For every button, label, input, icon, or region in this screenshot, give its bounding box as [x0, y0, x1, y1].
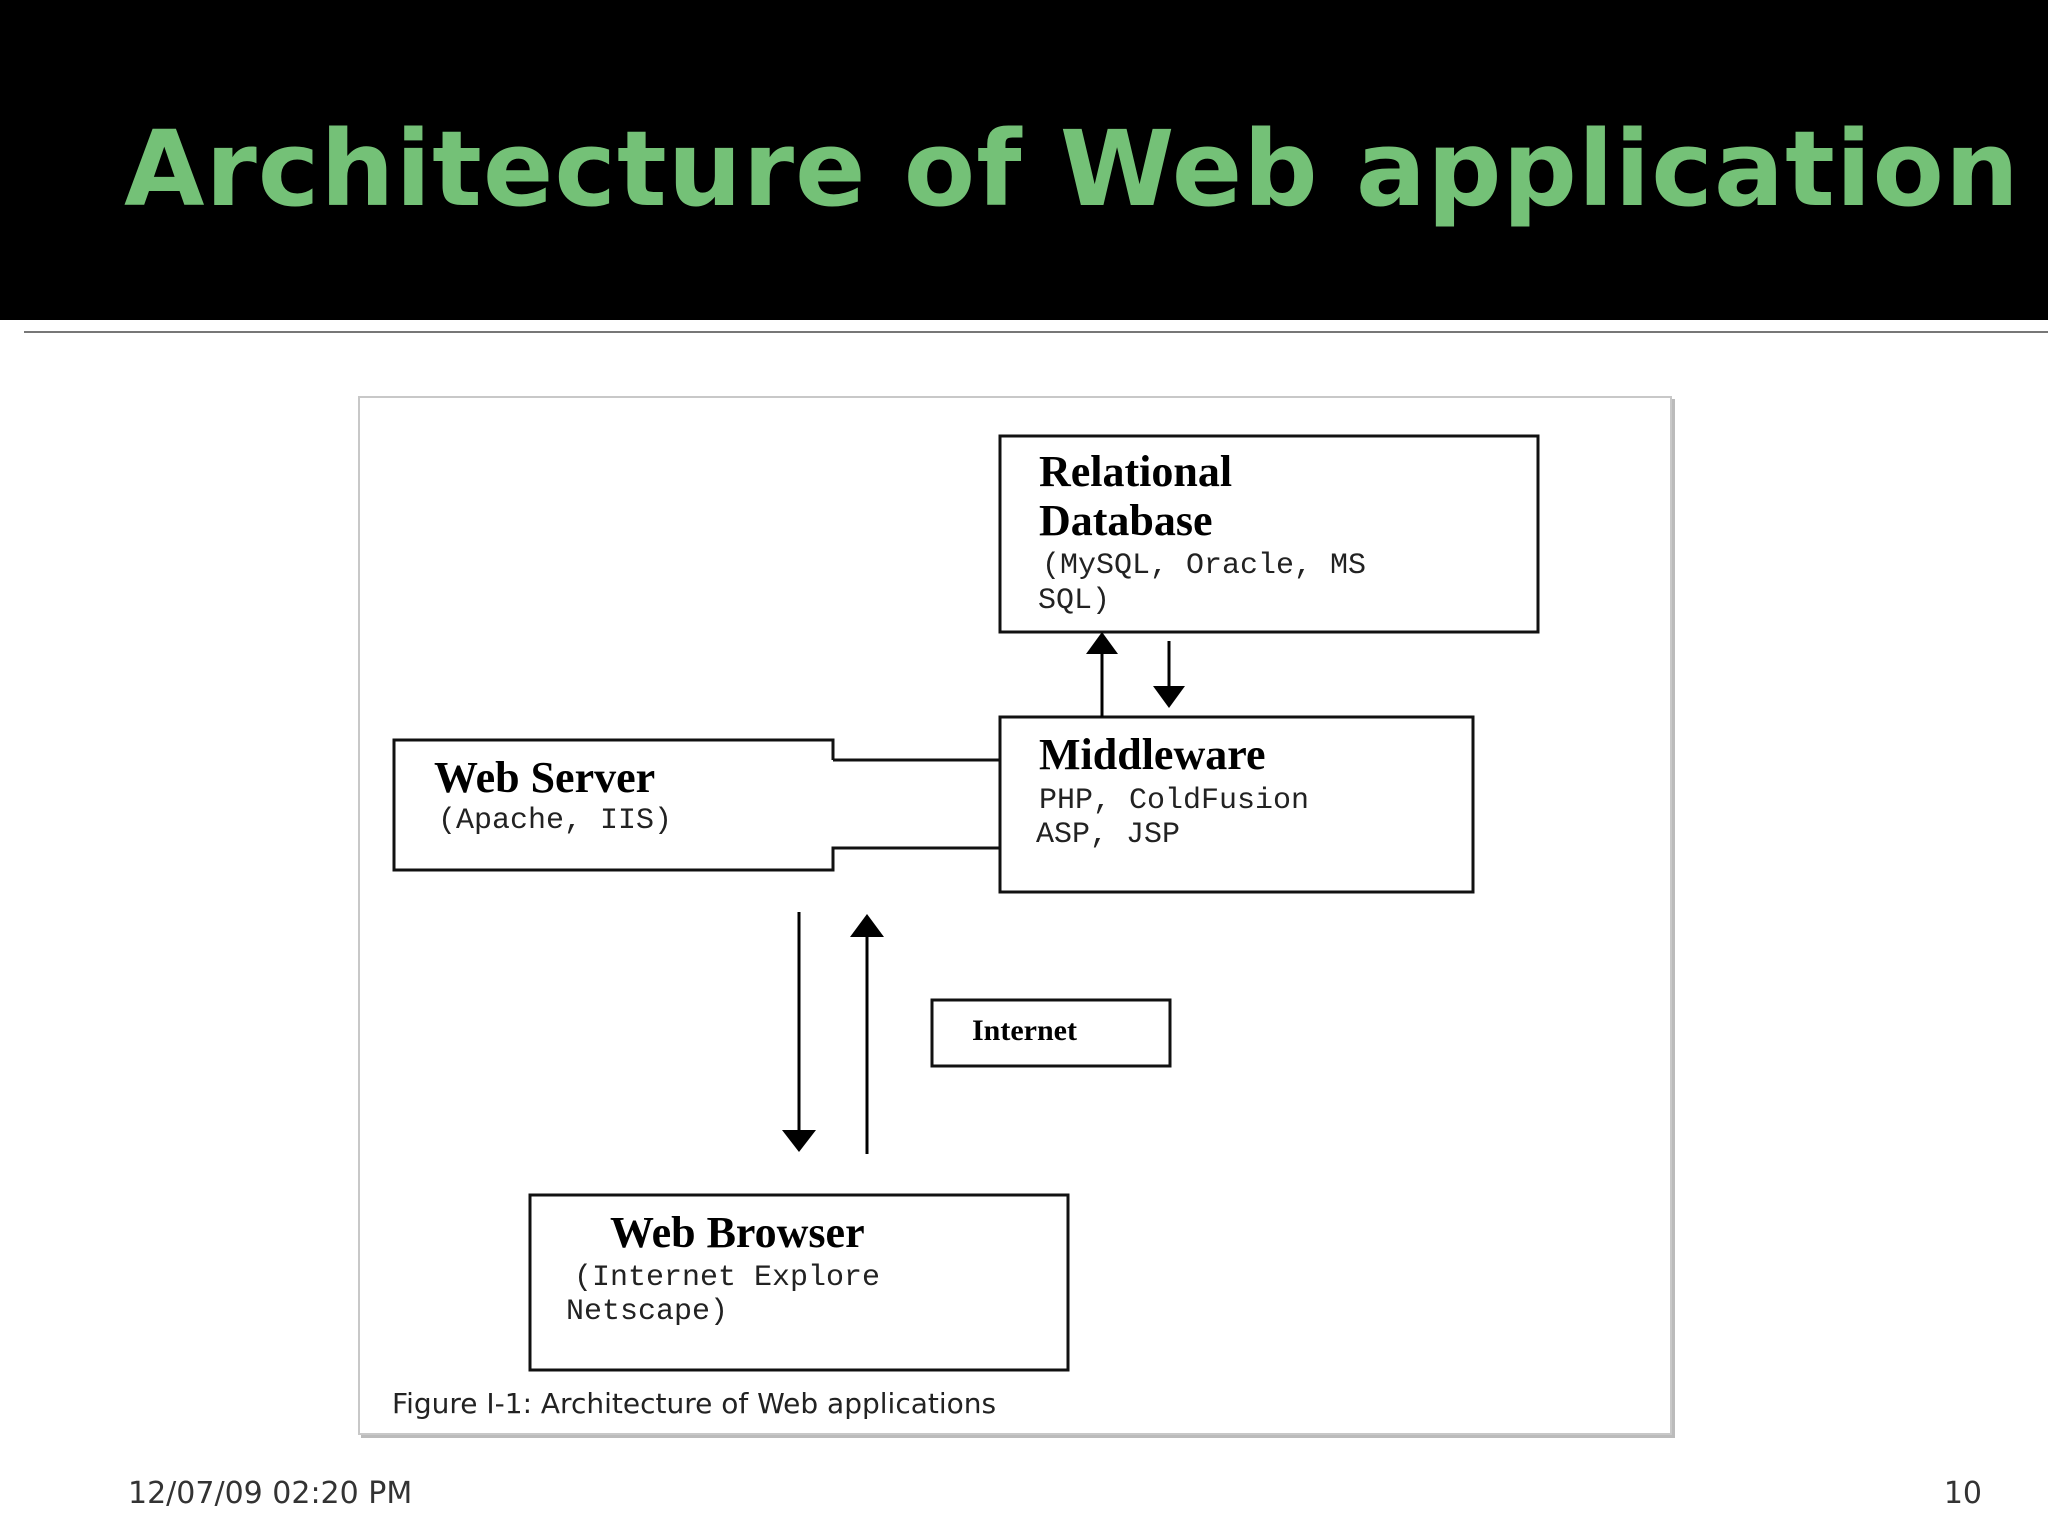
web-server-title: Web Server [434, 753, 655, 802]
footer-date: 12/07/09 02:20 PM [128, 1476, 413, 1511]
slide-title: Architecture of Web application [124, 108, 2020, 230]
divider [24, 331, 2048, 333]
arrowhead-down [782, 1130, 816, 1152]
database-detail: (MySQL, Oracle, MS [1042, 549, 1366, 583]
middleware-detail: PHP, ColdFusion [1039, 784, 1309, 818]
arrowhead-up [850, 914, 884, 937]
web-browser-box [528, 1193, 1070, 1372]
database-title-2: Database [1039, 496, 1213, 545]
database-detail-2: SQL) [1038, 584, 1110, 618]
internet-box [930, 998, 1172, 1068]
web-server-box [392, 738, 1000, 872]
web-browser-detail-2: Netscape) [566, 1295, 728, 1329]
page-number: 10 [1943, 1476, 1982, 1511]
internet-label: Internet [972, 1014, 1077, 1047]
arrowhead-down [1153, 686, 1185, 708]
middleware-title: Middleware [1039, 730, 1266, 779]
title-bar: Architecture of Web application [0, 0, 2048, 320]
web-server-detail: (Apache, IIS) [438, 804, 672, 838]
middleware-detail-2: ASP, JSP [1036, 818, 1180, 852]
figure-caption: Figure I-1: Architecture of Web applicat… [392, 1387, 996, 1420]
web-browser-detail: (Internet Explore [574, 1261, 880, 1295]
arrowhead-up [1086, 632, 1118, 654]
web-browser-title: Web Browser [610, 1208, 865, 1257]
figure-frame [358, 396, 1672, 1435]
database-box [998, 434, 1540, 634]
database-title: Relational [1039, 447, 1232, 496]
middleware-box [998, 715, 1475, 894]
